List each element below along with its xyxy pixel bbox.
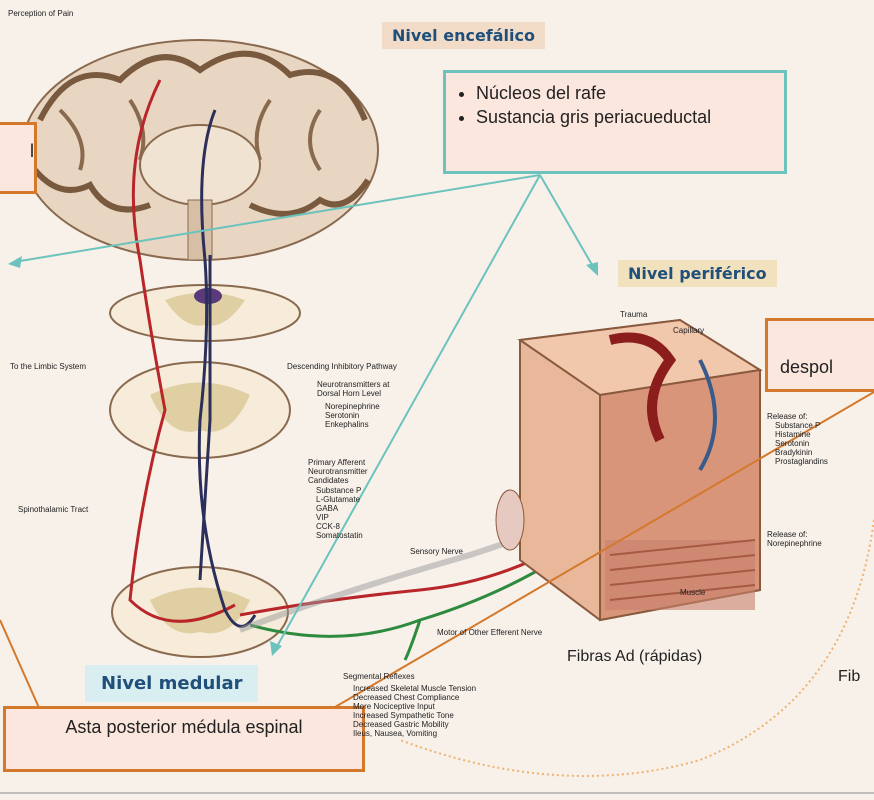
release-item: Bradykinin: [775, 448, 828, 457]
trauma-label: Trauma: [620, 310, 647, 319]
segmental-item: Ileus, Nausea, Vomiting: [353, 729, 476, 738]
spinothalamic-label: Spinothalamic Tract: [18, 505, 88, 514]
left-partial-callout: l: [0, 122, 37, 194]
primary-afferent-item: Substance P: [316, 486, 363, 495]
neurotransmitter-item: Norepinephrine: [325, 402, 380, 411]
brain-illustration: [22, 40, 378, 260]
fibers-c-partial-label: Fib: [838, 668, 860, 686]
release-header: Release of:: [767, 412, 828, 421]
neurotransmitter-item: Serotonin: [325, 411, 380, 420]
left-partial-text: l: [30, 141, 34, 161]
primary-afferent-item: CCK-8: [316, 522, 363, 531]
brain-level-label: Nivel encefálico: [382, 22, 545, 49]
dorsal-horn-text: Asta posterior médula espinal: [65, 717, 302, 737]
right-partial-callout: despol: [765, 318, 874, 392]
right-partial-text: despol: [780, 357, 833, 377]
capillary-label: Capillary: [673, 326, 704, 335]
segmental-list: Increased Skeletal Muscle Tension Decrea…: [353, 684, 476, 738]
release2-item: Norepinephrine: [767, 539, 822, 548]
primary-afferent-header: Primary Afferent Neurotransmitter Candid…: [308, 458, 388, 485]
figure-title: Perception of Pain: [8, 10, 73, 18]
release-item: Substance P: [775, 421, 828, 430]
primary-afferent-item: GABA: [316, 504, 363, 513]
primary-afferent-item: Somatostatin: [316, 531, 363, 540]
fibers-ad-label: Fibras Ad (rápidas): [567, 648, 702, 666]
tissue-block: [496, 320, 760, 620]
primary-afferent-item: VIP: [316, 513, 363, 522]
release-item: Prostaglandins: [775, 457, 828, 466]
release-item: Serotonin: [775, 439, 828, 448]
segmental-item: Decreased Gastric Mobility: [353, 720, 476, 729]
release-list-2: Release of: Norepinephrine: [767, 530, 822, 548]
dorsal-horn-callout: Asta posterior médula espinal: [3, 706, 365, 772]
release-list-1: Release of: Substance P Histamine Seroto…: [767, 412, 828, 466]
primary-afferent-list: Substance P L-Glutamate GABA VIP CCK-8 S…: [316, 486, 363, 540]
peripheral-level-label: Nivel periférico: [618, 260, 777, 287]
neurotransmitters-header: Neurotransmitters at Dorsal Horn Level: [317, 380, 409, 398]
neurotransmitters-list: Norepinephrine Serotonin Enkephalins: [325, 402, 380, 429]
release2-header: Release of:: [767, 530, 822, 539]
nuclei-callout: Núcleos del rafe Sustancia gris periacue…: [443, 70, 787, 174]
segmental-item: More Nociceptive Input: [353, 702, 476, 711]
nuclei-item-raphe: Núcleos del rafe: [476, 81, 774, 105]
primary-afferent-item: L-Glutamate: [316, 495, 363, 504]
segmental-header: Segmental Reflexes: [343, 672, 415, 681]
segmental-item: Increased Sympathetic Tone: [353, 711, 476, 720]
segmental-item: Increased Skeletal Muscle Tension: [353, 684, 476, 693]
segmental-item: Decreased Chest Compliance: [353, 693, 476, 702]
sensory-nerve-label: Sensory Nerve: [410, 547, 463, 556]
motor-nerve-label: Motor of Other Efferent Nerve: [437, 628, 542, 637]
spinal-level-label: Nivel medular: [85, 665, 258, 702]
release-item: Histamine: [775, 430, 828, 439]
descending-label: Descending Inhibitory Pathway: [287, 362, 397, 371]
nuclei-item-pag: Sustancia gris periacueductal: [476, 105, 774, 129]
neurotransmitter-item: Enkephalins: [325, 420, 380, 429]
muscle-label: Muscle: [680, 588, 705, 597]
limbic-label: To the Limbic System: [10, 362, 86, 371]
